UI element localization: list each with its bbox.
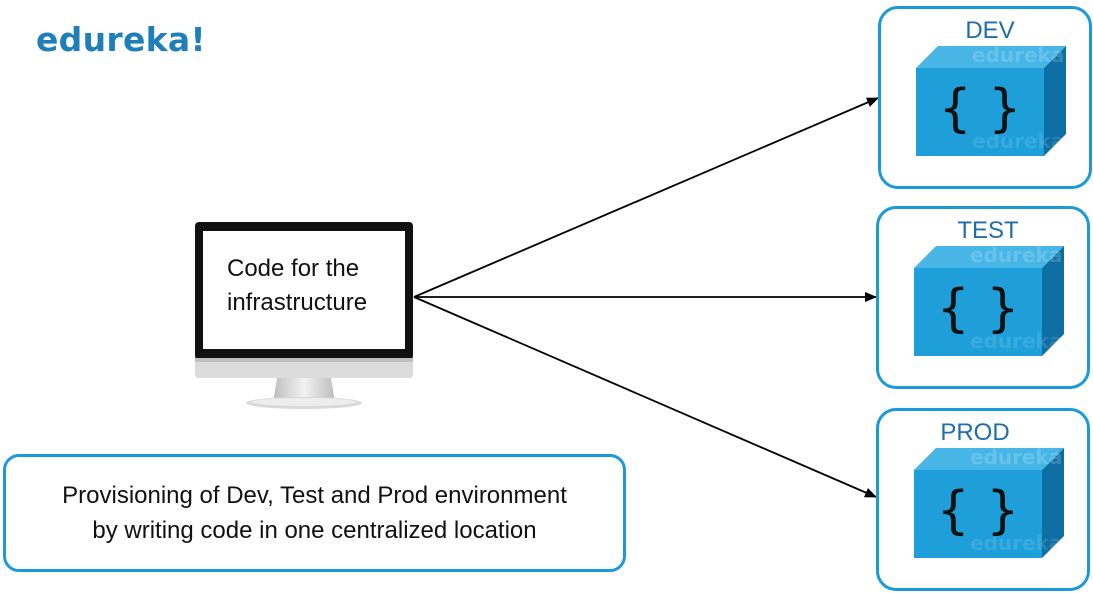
curly-braces-glyph: { }: [937, 279, 1020, 339]
edureka-logo: edureka!: [36, 20, 206, 59]
screen-line-2: infrastructure: [227, 289, 368, 316]
curly-braces-glyph: { }: [937, 481, 1020, 541]
cube-watermark-lower: edureka!: [970, 531, 1064, 555]
arrow-to-prod: [413, 296, 877, 498]
cube-watermark: edureka!: [972, 46, 1066, 67]
screen-line-1: Code for the: [227, 255, 360, 282]
arrow-to-dev: [413, 97, 879, 298]
env-box-prod: PROD edureka! edureka! { }: [876, 408, 1090, 591]
env-label-test: TEST: [957, 217, 1019, 244]
caption-box: Provisioning of Dev, Test and Prod envir…: [3, 454, 626, 572]
monitor-screen-text: Code for the infrastructure: [227, 252, 397, 320]
env-label-prod: PROD: [940, 419, 1010, 446]
caption-line-2: by writing code in one centralized locat…: [92, 517, 537, 544]
code-cube-icon: edureka! edureka! { }: [914, 448, 1064, 558]
caption-line-1: Provisioning of Dev, Test and Prod envir…: [62, 482, 567, 509]
env-box-dev: DEV edureka! edureka! { }: [878, 6, 1092, 189]
env-box-test: TEST edureka! edureka! { }: [876, 206, 1090, 389]
cube-watermark: edureka!: [970, 246, 1064, 267]
code-cube-icon: edureka! edureka! { }: [916, 46, 1066, 156]
curly-braces-glyph: { }: [939, 79, 1022, 139]
cube-watermark: edureka!: [970, 448, 1064, 469]
code-cube-icon: edureka! edureka! { }: [914, 246, 1064, 356]
cube-watermark-lower: edureka!: [972, 129, 1066, 153]
cube-watermark-lower: edureka!: [970, 329, 1064, 353]
env-label-dev: DEV: [965, 17, 1015, 44]
caption-text: Provisioning of Dev, Test and Prod envir…: [15, 478, 615, 548]
computer-monitor-icon: [195, 222, 413, 409]
